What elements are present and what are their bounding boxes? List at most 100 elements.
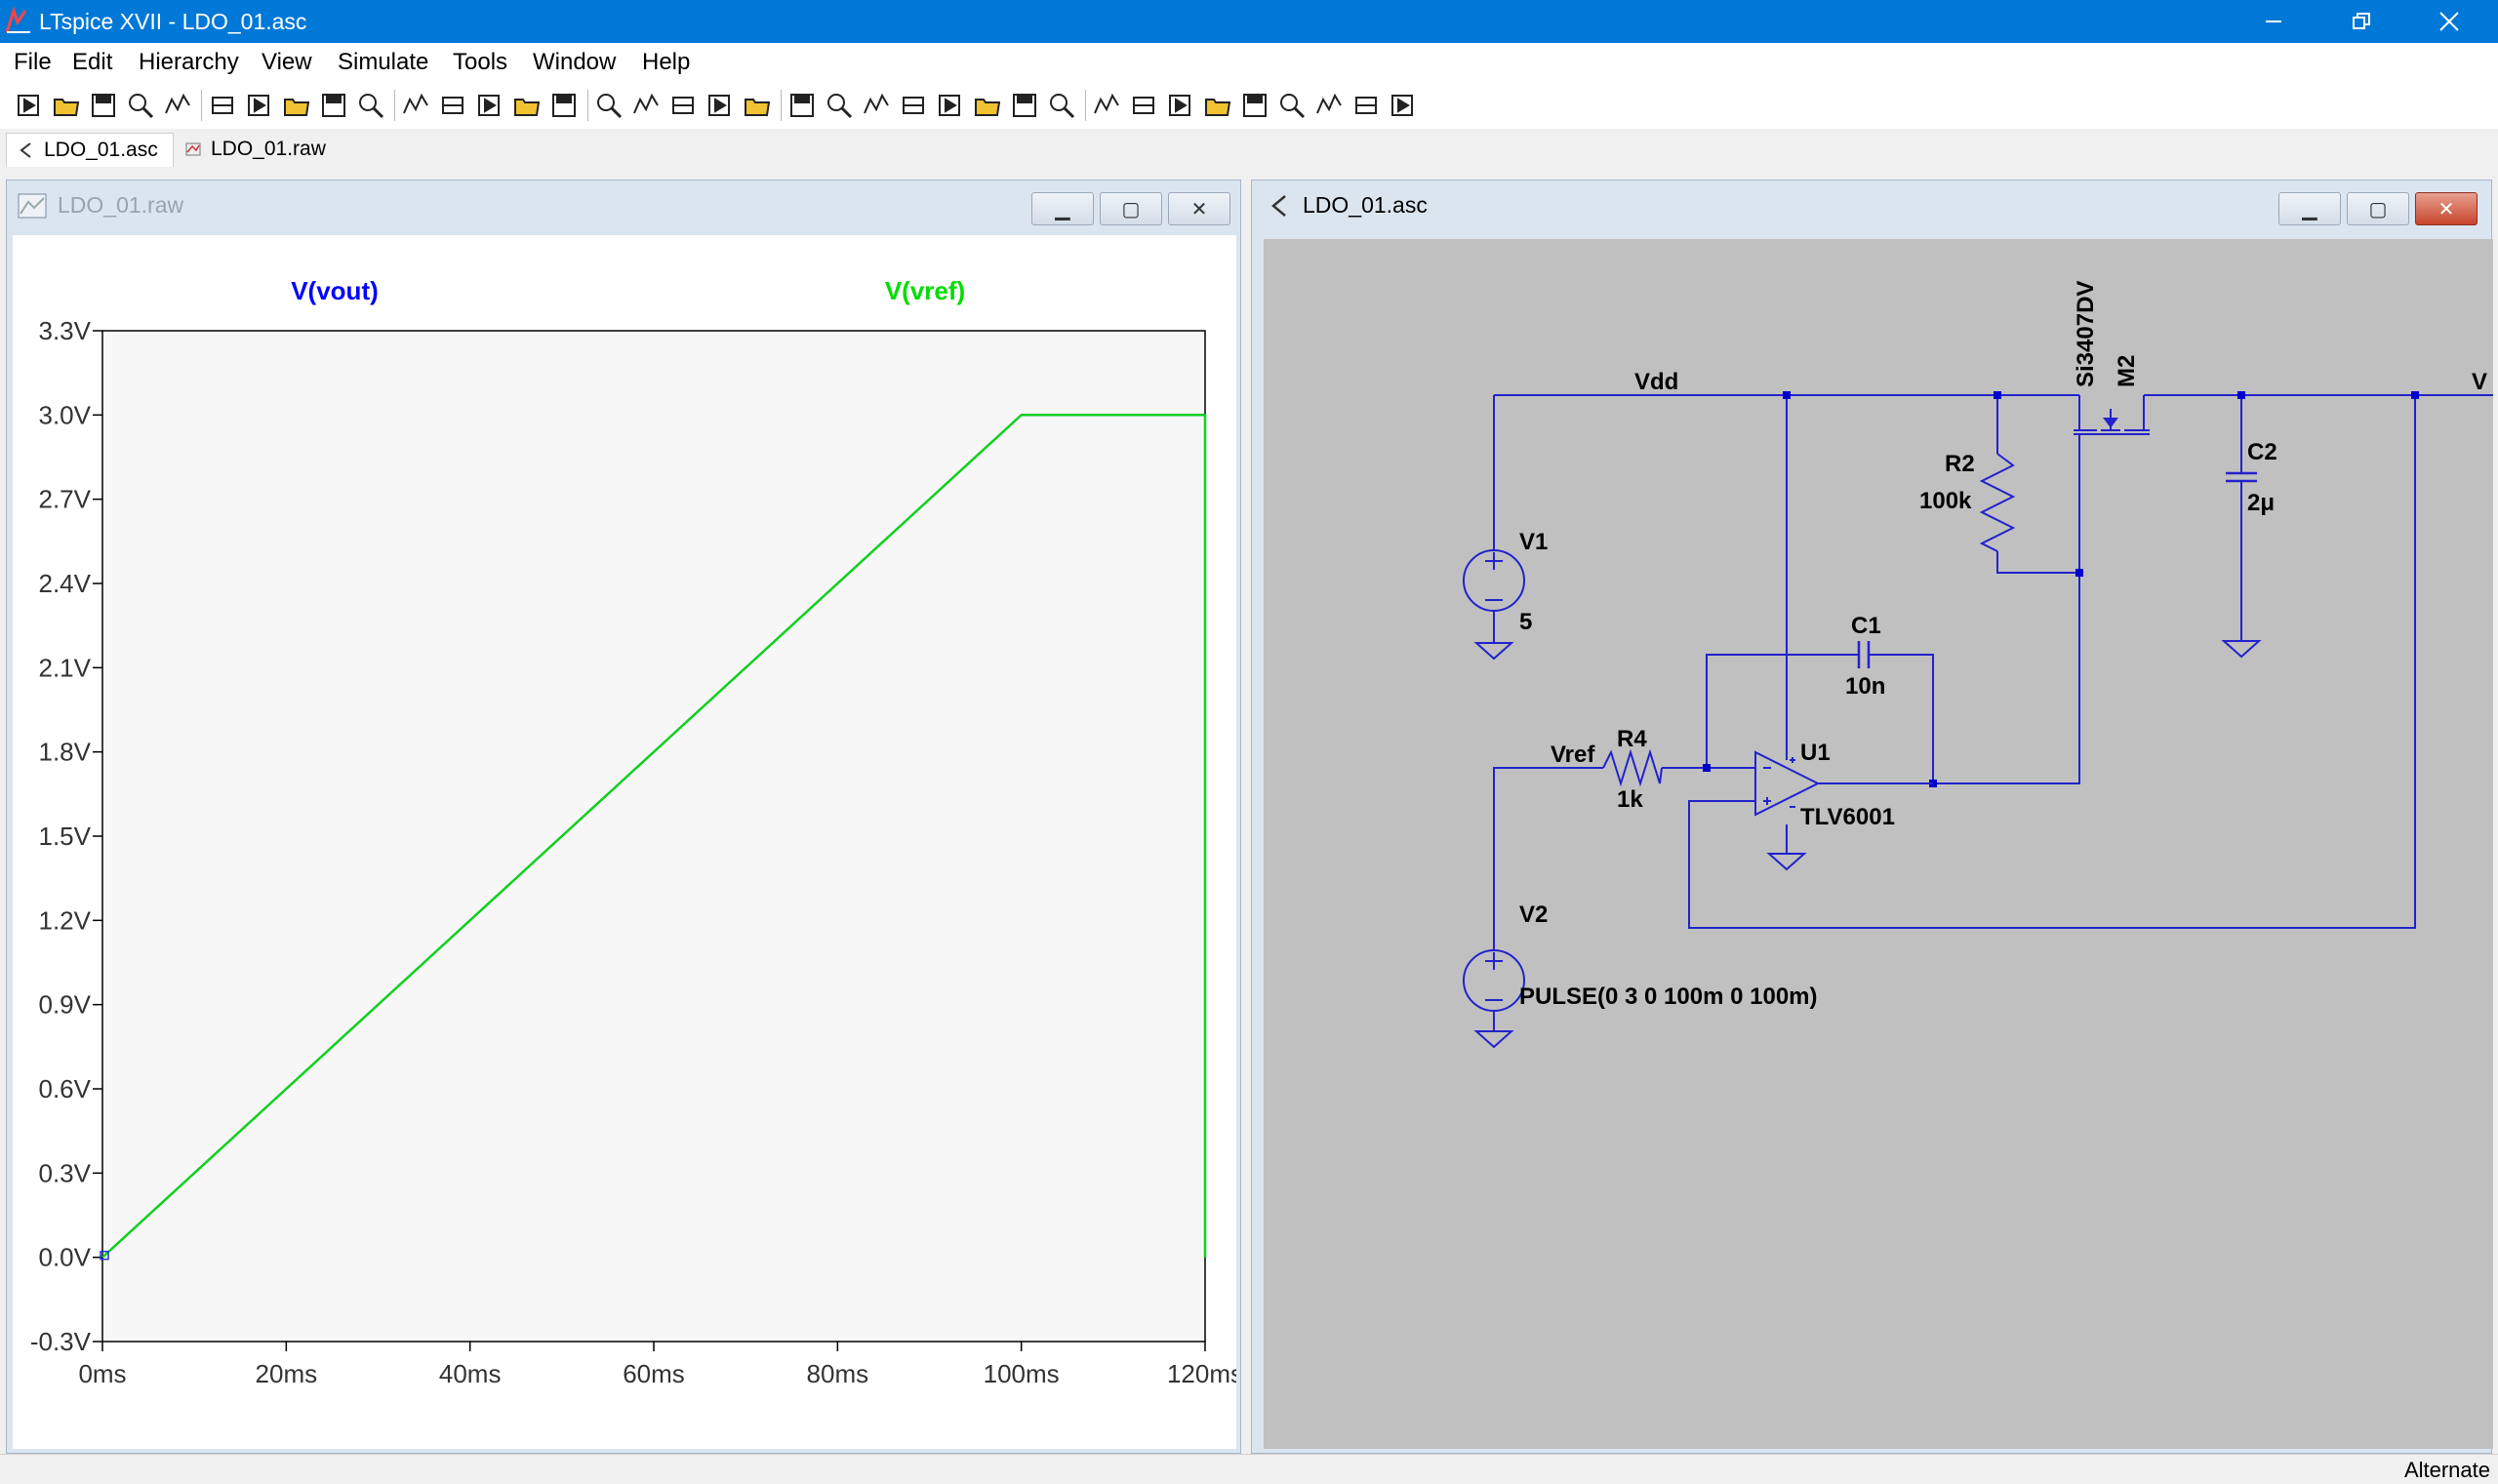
schematic-canvas[interactable]: Vdd Vref V V1 5 V2 PULSE(0 3 0 100m 0 10…	[1264, 239, 2493, 1449]
v2-name[interactable]: V2	[1519, 902, 1548, 928]
wire[interactable]	[1706, 654, 1859, 768]
r4-resistor[interactable]	[1602, 748, 1663, 787]
inductor-button[interactable]	[1009, 90, 1040, 121]
wire[interactable]	[1996, 551, 2079, 574]
ground-symbol[interactable]	[1473, 1030, 1514, 1049]
waveform-maximize-button[interactable]: ▢	[1100, 192, 1162, 225]
autorange-button[interactable]	[400, 90, 431, 121]
menu-hierarchy[interactable]: Hierarchy	[139, 49, 239, 75]
menu-file[interactable]: File	[14, 49, 52, 75]
u1-name[interactable]: U1	[1800, 740, 1831, 766]
wire[interactable]	[1493, 767, 1603, 951]
tile-button[interactable]	[474, 90, 505, 121]
minimize-button[interactable]	[2230, 0, 2317, 43]
r2-name[interactable]: R2	[1945, 451, 1975, 477]
ground-symbol[interactable]	[1766, 853, 1807, 871]
m2-pmos[interactable]	[2074, 395, 2150, 435]
wire[interactable]	[1688, 395, 2416, 929]
schematic-window[interactable]: LDO_01.asc ▁ ▢ ✕	[1251, 180, 2493, 1454]
print-setup-button[interactable]	[742, 90, 773, 121]
wire-button[interactable]	[824, 90, 855, 121]
spice-directive-button[interactable]	[1388, 90, 1419, 121]
r2-value[interactable]: 100k	[1919, 488, 1972, 514]
copy-button[interactable]	[630, 90, 662, 121]
save-button[interactable]	[88, 90, 119, 121]
ground-symbol[interactable]	[1473, 642, 1514, 661]
legend-trace-label[interactable]: V(vout)	[291, 276, 379, 305]
halt-button[interactable]	[162, 90, 193, 121]
paste-button[interactable]	[667, 90, 699, 121]
menu-tools[interactable]: Tools	[453, 49, 508, 75]
drag-button[interactable]	[1165, 90, 1196, 121]
print-button[interactable]	[786, 90, 818, 121]
find-button[interactable]	[705, 90, 736, 121]
v1-source[interactable]	[1463, 549, 1525, 612]
close-button[interactable]	[2405, 0, 2493, 43]
legend-trace-label[interactable]: V(vref)	[885, 276, 965, 305]
text-button[interactable]	[1350, 90, 1382, 121]
zoom-area-button[interactable]	[281, 90, 312, 121]
run-button[interactable]	[14, 90, 45, 121]
c2-name[interactable]: C2	[2247, 439, 2277, 465]
waveform-minimize-button[interactable]: ▁	[1031, 192, 1094, 225]
c1-value[interactable]: 10n	[1845, 673, 1885, 700]
tab-ldo01-asc[interactable]: LDO_01.asc	[6, 133, 174, 167]
close-all-button[interactable]	[548, 90, 580, 121]
waveform-plot[interactable]: -0.3V0.0V0.3V0.6V0.9V1.2V1.5V1.8V2.1V2.4…	[13, 235, 1236, 1449]
c2-capacitor[interactable]	[2226, 471, 2257, 483]
m2-name[interactable]: M2	[2114, 355, 2140, 387]
v2-value[interactable]: PULSE(0 3 0 100m 0 100m)	[1519, 983, 1818, 1010]
ground-symbol[interactable]	[2221, 640, 2262, 659]
u1-value[interactable]: TLV6001	[1800, 804, 1895, 830]
waveform-window-titlebar[interactable]: LDO_01.raw ▁ ▢ ✕	[7, 180, 1240, 229]
net-label-vout[interactable]: V	[2472, 369, 2487, 395]
series-line-v-vref-[interactable]	[101, 414, 1207, 1259]
move-button[interactable]	[1128, 90, 1159, 121]
grid-button[interactable]	[437, 90, 468, 121]
redo-button[interactable]	[1239, 90, 1270, 121]
u1-opamp[interactable]	[1754, 750, 1933, 817]
v1-value[interactable]: 5	[1519, 609, 1532, 635]
tab-ldo01-raw[interactable]: LDO_01.raw	[178, 133, 343, 166]
mirror-button[interactable]	[1313, 90, 1345, 121]
menu-window[interactable]: Window	[533, 49, 617, 75]
component-button[interactable]	[1091, 90, 1122, 121]
net-label-vdd[interactable]: Vdd	[1634, 369, 1678, 395]
m2-value[interactable]: Si3407DV	[2073, 281, 2099, 387]
rotate-button[interactable]	[1276, 90, 1308, 121]
menu-help[interactable]: Help	[642, 49, 691, 75]
control-panel-button[interactable]	[125, 90, 156, 121]
plot-area[interactable]	[101, 330, 1206, 1343]
open-button[interactable]	[51, 90, 82, 121]
r4-name[interactable]: R4	[1617, 726, 1647, 752]
schematic-maximize-button[interactable]: ▢	[2347, 192, 2409, 225]
schematic-close-button[interactable]: ✕	[2415, 192, 2478, 225]
resistor-button[interactable]	[935, 90, 966, 121]
c2-value[interactable]: 2μ	[2247, 490, 2275, 516]
r4-value[interactable]: 1k	[1617, 786, 1643, 813]
capacitor-button[interactable]	[972, 90, 1003, 121]
restore-button[interactable]	[2317, 0, 2405, 43]
label-button[interactable]	[898, 90, 929, 121]
wire[interactable]	[1933, 434, 2080, 784]
waveform-close-button[interactable]: ✕	[1168, 192, 1230, 225]
zoom-out-button[interactable]	[318, 90, 349, 121]
undo-button[interactable]	[1202, 90, 1233, 121]
cut-button[interactable]	[593, 90, 624, 121]
ground-button[interactable]	[861, 90, 892, 121]
c1-capacitor[interactable]	[1857, 641, 1871, 668]
schematic-minimize-button[interactable]: ▁	[2278, 192, 2341, 225]
menu-simulate[interactable]: Simulate	[338, 49, 429, 75]
diode-button[interactable]	[1046, 90, 1077, 121]
zoom-fit-button[interactable]	[355, 90, 386, 121]
v2-source[interactable]	[1463, 949, 1525, 1012]
r2-resistor[interactable]	[1979, 453, 2016, 552]
menu-edit[interactable]: Edit	[72, 49, 113, 75]
v1-name[interactable]: V1	[1519, 529, 1548, 555]
c1-name[interactable]: C1	[1851, 613, 1881, 639]
menu-view[interactable]: View	[262, 49, 312, 75]
pan-button[interactable]	[207, 90, 238, 121]
wire[interactable]	[1869, 654, 1934, 783]
zoom-in-button[interactable]	[244, 90, 275, 121]
